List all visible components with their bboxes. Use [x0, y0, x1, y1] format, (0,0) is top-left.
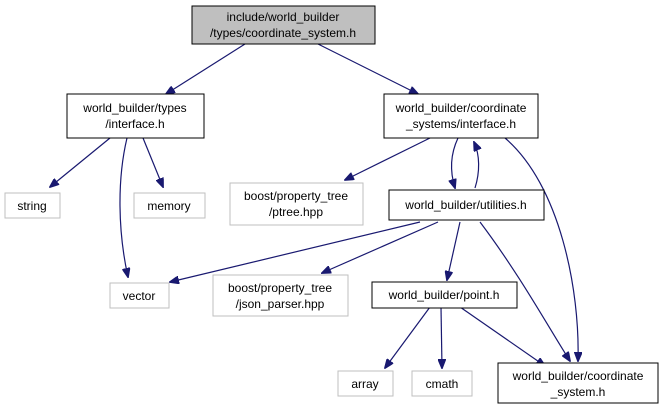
- edge-utilities-to-coordinate-system: [479, 221, 570, 361]
- node-types-interface[interactable]: world_builder/types /interface.h: [66, 93, 205, 139]
- node-vector-label: vector: [123, 289, 156, 303]
- node-json-parser[interactable]: boost/property_tree /json_parser.hpp: [212, 274, 349, 317]
- node-memory[interactable]: memory: [133, 192, 206, 219]
- edge-cs-interface-to-ptree: [345, 137, 431, 180]
- node-main-line-2: /types/coordinate_system.h: [210, 26, 356, 40]
- node-types-interface-line-1: world_builder/types: [82, 101, 186, 115]
- edge-cs-interface-to-utilities: [452, 137, 459, 188]
- node-memory-label: memory: [147, 199, 190, 213]
- node-string-label: string: [17, 199, 46, 213]
- node-utilities[interactable]: world_builder/utilities.h: [388, 189, 545, 221]
- node-ptree-line-1: boost/property_tree: [244, 189, 348, 203]
- edge-main-to-types-interface: [166, 43, 246, 94]
- node-cs-interface[interactable]: world_builder/coordinate _systems/interf…: [383, 93, 539, 139]
- edge-point-to-coordinate-system: [459, 306, 545, 366]
- node-ptree[interactable]: boost/property_tree /ptree.hpp: [229, 182, 364, 226]
- edge-utilities-to-json-parser: [322, 221, 439, 273]
- edge-point-to-cmath: [441, 306, 442, 368]
- node-json-parser-line-1: boost/property_tree: [228, 281, 332, 295]
- node-coordinate-system-line-2: _system.h: [550, 385, 606, 399]
- node-main-line-1: include/world_builder: [227, 10, 340, 24]
- edge-cs-interface-to-coordinate-system: [504, 137, 578, 361]
- node-coordinate-system[interactable]: world_builder/coordinate _system.h: [497, 362, 659, 404]
- node-point[interactable]: world_builder/point.h: [371, 281, 518, 309]
- node-types-interface-line-2: /interface.h: [105, 117, 164, 131]
- node-array-label: array: [351, 377, 378, 391]
- node-cmath-label: cmath: [426, 377, 459, 391]
- edge-point-to-array: [385, 306, 431, 368]
- node-main[interactable]: include/world_builder /types/coordinate_…: [191, 5, 376, 45]
- edge-types-interface-to-vector: [119, 137, 128, 277]
- node-string[interactable]: string: [4, 192, 61, 219]
- edge-utilities-to-cs-interface: [474, 142, 479, 189]
- node-cmath[interactable]: cmath: [411, 370, 473, 397]
- node-vector[interactable]: vector: [109, 282, 170, 309]
- edge-utilities-to-point: [447, 221, 461, 280]
- node-json-parser-line-2: /json_parser.hpp: [236, 297, 325, 311]
- node-coordinate-system-line-1: world_builder/coordinate: [512, 369, 644, 383]
- edges: [50, 43, 578, 368]
- edge-utilities-to-vector: [170, 221, 421, 282]
- node-utilities-label: world_builder/utilities.h: [404, 198, 526, 212]
- node-cs-interface-line-1: world_builder/coordinate: [395, 101, 527, 115]
- edge-main-to-cs-interface: [317, 43, 418, 94]
- node-array[interactable]: array: [337, 370, 394, 397]
- edge-types-interface-to-memory: [142, 137, 163, 187]
- node-cs-interface-line-2: _systems/interface.h: [405, 117, 516, 131]
- node-point-label: world_builder/point.h: [388, 288, 500, 302]
- edge-types-interface-to-string: [50, 137, 111, 187]
- node-ptree-line-2: /ptree.hpp: [269, 205, 323, 219]
